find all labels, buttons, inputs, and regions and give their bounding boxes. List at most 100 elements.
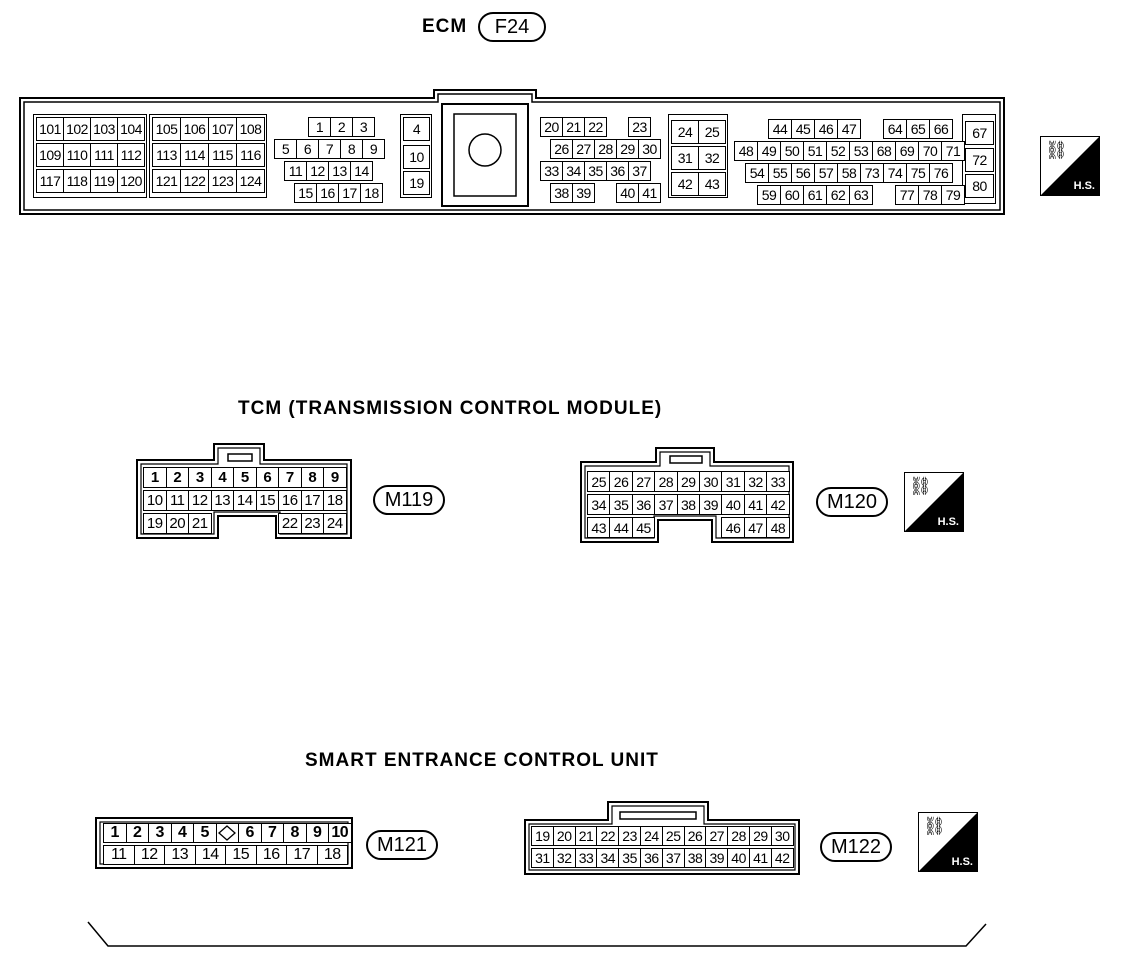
m121-pin-9: 9 <box>305 823 329 843</box>
m119-pin-19: 19 <box>143 513 167 534</box>
ecm-pin-106: 106 <box>180 117 209 141</box>
m120-pin-40: 40 <box>721 494 745 515</box>
ecm-pin-59: 59 <box>757 185 781 205</box>
m121-pin-11: 11 <box>103 845 135 865</box>
ecm-pin-36: 36 <box>606 161 629 181</box>
m120-pin-25: 25 <box>587 471 611 492</box>
ecm-pin-71: 71 <box>941 141 965 161</box>
ecm-pin-108: 108 <box>236 117 265 141</box>
ecm-pin-30: 30 <box>638 139 661 159</box>
m120-pin-44: 44 <box>609 517 633 538</box>
ecm-pin-62: 62 <box>826 185 850 205</box>
m121-key-slot <box>215 823 239 843</box>
ecm-pin-114: 114 <box>180 143 209 167</box>
ecm-pin-48: 48 <box>734 141 758 161</box>
m122-pin-20: 20 <box>552 826 576 846</box>
m120-pin-37: 37 <box>654 494 678 515</box>
m120-pin-41: 41 <box>743 494 768 515</box>
m119-pin-6: 6 <box>255 467 279 488</box>
m120-pin-45: 45 <box>631 517 656 538</box>
ecm-pin-44: 44 <box>768 119 792 139</box>
ecm-pin-112: 112 <box>117 143 145 167</box>
ecm-pin-79: 79 <box>941 185 965 205</box>
m119-pin-5: 5 <box>233 467 257 488</box>
ecm-pin-25: 25 <box>698 120 726 144</box>
m121-pin-8: 8 <box>283 823 307 843</box>
ecm-pin-80: 80 <box>965 174 994 198</box>
m122-pin-25: 25 <box>661 826 685 846</box>
connector-icon: ⛓ <box>1045 140 1068 160</box>
ecm-pin-37: 37 <box>628 161 651 181</box>
m121-pin-4: 4 <box>170 823 194 843</box>
ecm-pin-109: 109 <box>36 143 64 167</box>
ecm-pin-19: 19 <box>403 171 430 195</box>
ecm-pin-43: 43 <box>698 172 726 196</box>
m119-pin-21: 21 <box>188 513 212 534</box>
m119-pin-11: 11 <box>165 490 189 511</box>
m122-pin-26: 26 <box>683 826 707 846</box>
ecm-pin-66: 66 <box>929 119 953 139</box>
m121-pin-6: 6 <box>238 823 262 843</box>
m120-pin-29: 29 <box>676 471 700 492</box>
m120-pin-42: 42 <box>766 494 790 515</box>
ecm-pin-39: 39 <box>572 183 595 203</box>
ecm-pin-22: 22 <box>584 117 607 137</box>
m119-pin-22: 22 <box>278 513 302 534</box>
ecm-connector-code: F24 <box>478 12 546 42</box>
ecm-pin-21: 21 <box>562 117 585 137</box>
m120-pin-48: 48 <box>766 517 790 538</box>
m119-pin-4: 4 <box>210 467 234 488</box>
m120-pin-33: 33 <box>766 471 790 492</box>
m121-pin-13: 13 <box>164 845 196 865</box>
connector-icon: ⛓ <box>909 476 932 496</box>
m122-pin-27: 27 <box>705 826 729 846</box>
ecm-pin-61: 61 <box>803 185 827 205</box>
connector-icon: ⛓ <box>923 816 946 836</box>
m121-pin-15: 15 <box>225 845 257 865</box>
m119-pin-16: 16 <box>278 490 302 511</box>
m122-pin-19: 19 <box>531 826 554 846</box>
ecm-pin-15: 15 <box>294 183 317 203</box>
hs-label: H.S. <box>1073 180 1095 192</box>
ecm-pin-26: 26 <box>550 139 573 159</box>
ecm-pin-115: 115 <box>208 143 237 167</box>
m122-pin-39: 39 <box>705 848 729 868</box>
m120-pin-38: 38 <box>676 494 700 515</box>
m121-pin-12: 12 <box>133 845 165 865</box>
m122-pin-40: 40 <box>727 848 750 868</box>
m122-pin-22: 22 <box>596 826 620 846</box>
m121-pin-17: 17 <box>286 845 318 865</box>
m119-pin-15: 15 <box>255 490 279 511</box>
m121-pin-7: 7 <box>260 823 284 843</box>
m119-pin-24: 24 <box>323 513 347 534</box>
m119-pin-20: 20 <box>165 513 189 534</box>
m121-pin-16: 16 <box>255 845 287 865</box>
ecm-pin-54: 54 <box>745 163 769 183</box>
m119-pin-13: 13 <box>210 490 234 511</box>
secu-title: SMART ENTRANCE CONTROL UNIT <box>305 750 659 771</box>
hs-label: H.S. <box>951 856 973 868</box>
hs-harness-side-badge-ecm: ⛓ H.S. <box>1040 136 1100 196</box>
m122-pin-30: 30 <box>770 826 794 846</box>
ecm-pin-10: 10 <box>403 145 430 169</box>
m120-pin-27: 27 <box>631 471 656 492</box>
ecm-pin-75: 75 <box>906 163 930 183</box>
m120-pin-35: 35 <box>609 494 633 515</box>
m120-pin-28: 28 <box>654 471 678 492</box>
ecm-title: ECM <box>422 16 468 37</box>
m119-pin-12: 12 <box>188 490 212 511</box>
m122-pin-35: 35 <box>618 848 641 868</box>
m122-pin-29: 29 <box>749 826 772 846</box>
hs-label: H.S. <box>937 516 959 528</box>
ecm-pin-101: 101 <box>36 117 64 141</box>
ecm-pin-31: 31 <box>671 146 699 170</box>
m120-pin-39: 39 <box>699 494 723 515</box>
ecm-pin-46: 46 <box>814 119 838 139</box>
ecm-pin-38: 38 <box>550 183 573 203</box>
ecm-pin-13: 13 <box>328 161 351 181</box>
key-diamond-icon <box>218 825 237 841</box>
m122-pin-33: 33 <box>574 848 598 868</box>
ecm-pin-63: 63 <box>849 185 873 205</box>
m122-pin-38: 38 <box>683 848 707 868</box>
ecm-pin-65: 65 <box>906 119 930 139</box>
